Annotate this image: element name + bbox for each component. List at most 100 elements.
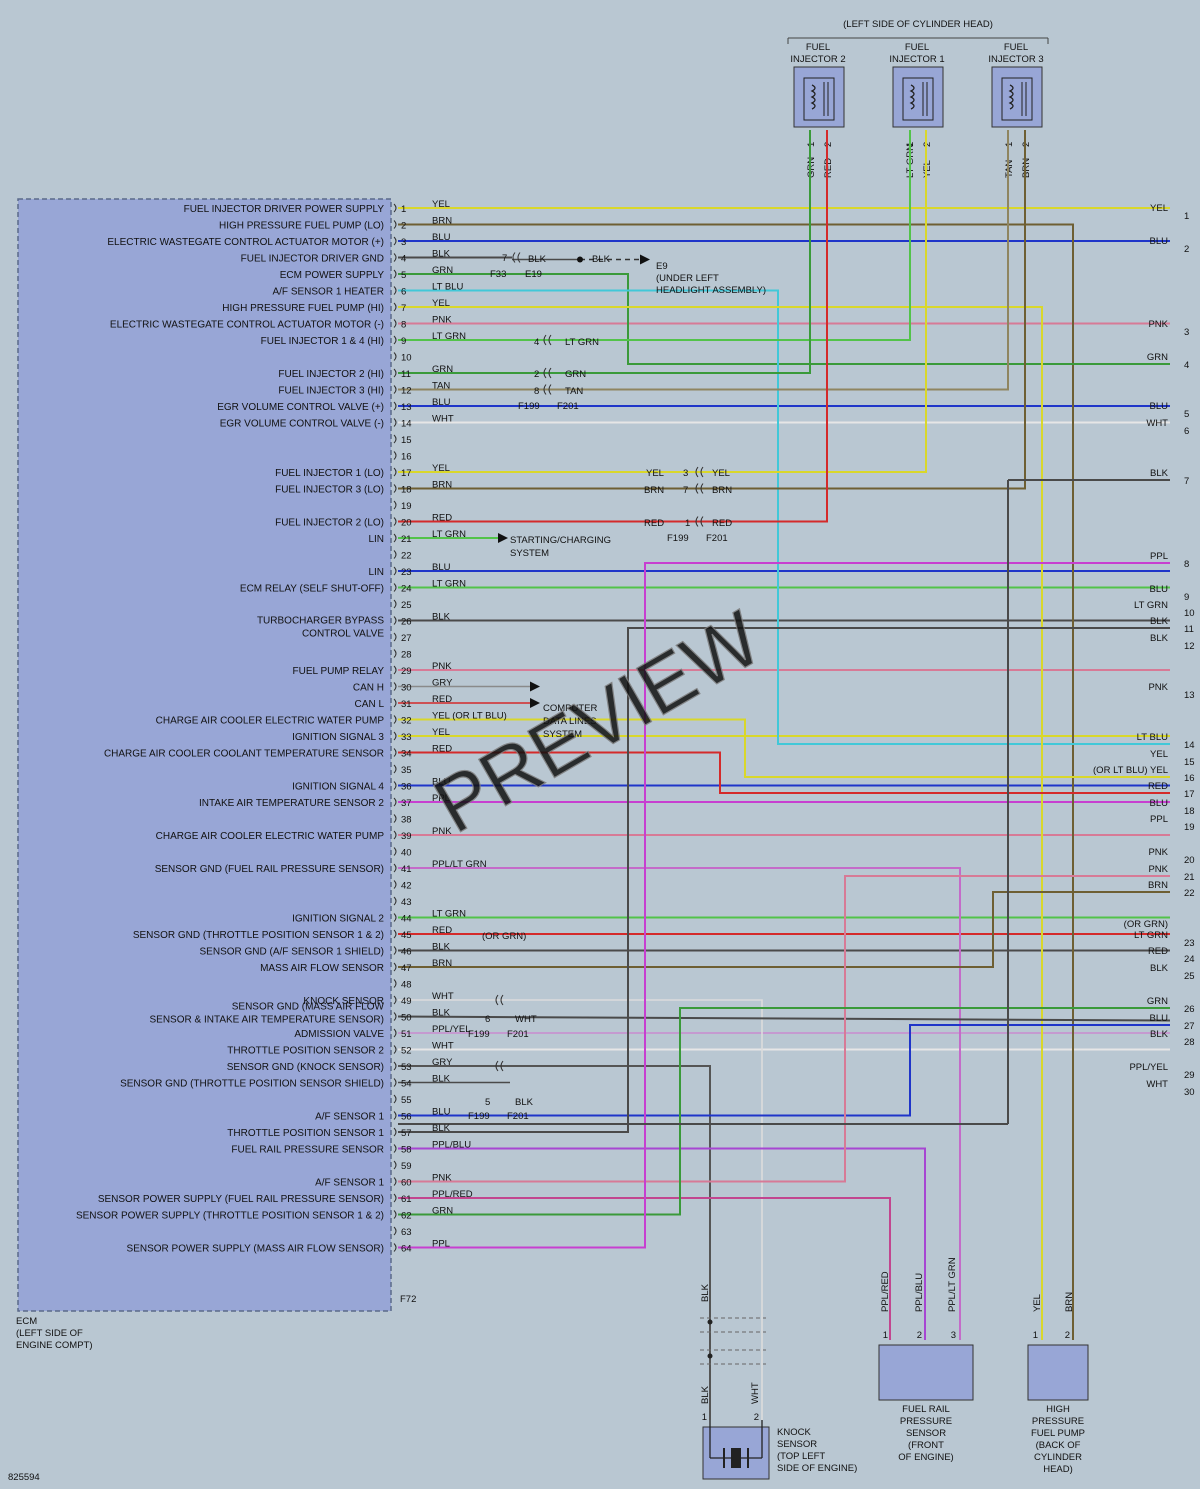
- hpfp-wire-2: BRN: [1064, 1292, 1075, 1312]
- ground-wire-in: BLK: [528, 254, 547, 265]
- ecm-pin-label: IGNITION SIGNAL 2: [292, 914, 384, 925]
- inline-b-conn-a: F199: [667, 533, 689, 544]
- inline-b-pin-1: 3: [683, 468, 688, 479]
- ecm-pin-label: SENSOR POWER SUPPLY (MASS AIR FLOW SENSO…: [127, 1244, 384, 1255]
- knock-pin-1: 1: [702, 1412, 707, 1423]
- ecm-pin-number: 25: [401, 600, 412, 611]
- hpfp-box: [1027, 1344, 1089, 1401]
- ecm-pin-label: CAN H: [353, 683, 384, 694]
- dest-data-1: COMPUTER: [543, 703, 598, 714]
- injector-pin: 1: [806, 142, 817, 147]
- ecm-wire-code: LT GRN: [432, 529, 466, 540]
- ecm-pin-label: SENSOR & INTAKE AIR TEMPERATURE SENSOR): [150, 1015, 385, 1026]
- ecm-pin-number: 3: [401, 237, 406, 248]
- ecm-pin-number: 42: [401, 881, 412, 892]
- right-terminal-wire: (OR LT BLU) YEL: [1093, 765, 1168, 776]
- ecm-wire-code: BLK: [432, 1123, 451, 1134]
- ecm-pin-number: 49: [401, 996, 412, 1007]
- ecm-pin-number: 4: [401, 254, 406, 265]
- ecm-pin-label: SENSOR POWER SUPPLY (FUEL RAIL PRESSURE …: [98, 1194, 384, 1205]
- wire: [398, 1024, 1170, 1117]
- inline-d-pin: 5: [485, 1097, 490, 1108]
- frp-label-4: (FRONT: [908, 1440, 944, 1451]
- hpfp-label-6: HEAD): [1043, 1464, 1073, 1475]
- ecm-pin-number: 45: [401, 930, 412, 941]
- ground-id: E9: [656, 261, 668, 272]
- right-terminal-wire: PNK: [1148, 864, 1168, 875]
- frp-label-1: FUEL RAIL: [902, 1404, 950, 1415]
- right-terminal-wire: BLU: [1150, 1013, 1169, 1024]
- right-terminal-wire: BLK: [1150, 1029, 1169, 1040]
- ecm-pin-number: 23: [401, 567, 412, 578]
- ecm-pin-number: 47: [401, 963, 412, 974]
- ecm-pin-number: 24: [401, 584, 412, 595]
- ecm-pin-number: 8: [401, 320, 406, 331]
- inline-a-pin-1: 4: [534, 337, 539, 348]
- right-terminal-wire: BLK: [1150, 468, 1169, 479]
- ecm-wire-code: BLU: [432, 397, 451, 408]
- ecm-wire-code: PNK: [432, 1173, 452, 1184]
- ecm-wire-code: PPL: [432, 793, 450, 804]
- ecm-pin-number: 64: [401, 1244, 412, 1255]
- ecm-note-3: ENGINE COMPT): [16, 1340, 93, 1351]
- ecm-pin-label: THROTTLE POSITION SENSOR 1: [227, 1128, 384, 1139]
- ecm-pin-number: 28: [401, 650, 412, 661]
- ecm-pin-number: 40: [401, 848, 412, 859]
- knock-wire-top: BLK: [700, 1283, 711, 1302]
- wire: [398, 1147, 926, 1340]
- ecm-pin-number: 44: [401, 914, 412, 925]
- right-terminal-number: 26: [1184, 1004, 1195, 1015]
- injector-label: FUEL: [1004, 42, 1028, 53]
- ecm-pin-label: THROTTLE POSITION SENSOR 2: [227, 1046, 384, 1057]
- right-terminal-wire: WHT: [1146, 1079, 1168, 1090]
- ecm-wire-code: PNK: [432, 661, 452, 672]
- right-terminal-wire: YEL: [1150, 749, 1168, 760]
- ecm-pin-label: ECM RELAY (SELF SHUT-OFF): [240, 584, 384, 595]
- knock-wire-2: WHT: [750, 1382, 761, 1404]
- ecm-connector-id: F72: [400, 1294, 416, 1305]
- ecm-pin-number: 33: [401, 732, 412, 743]
- hpfp-label-4: (BACK OF: [1036, 1440, 1081, 1451]
- wire: [397, 1015, 1171, 1022]
- hpfp-label-1: HIGH: [1046, 1404, 1070, 1415]
- ecm-pin-label: SENSOR POWER SUPPLY (THROTTLE POSITION S…: [76, 1211, 384, 1222]
- right-terminal-wire: PNK: [1148, 319, 1168, 330]
- wire: [398, 130, 1026, 490]
- ecm-wire-code: YEL: [432, 727, 450, 738]
- frp-label-3: SENSOR: [906, 1428, 946, 1439]
- ecm-pin-label: IGNITION SIGNAL 4: [292, 782, 384, 793]
- frp-wire-2: PPL/BLU: [914, 1273, 925, 1312]
- ecm-wire-code: LT GRN: [432, 331, 466, 342]
- wire: [398, 223, 1074, 1340]
- right-terminal-number: 3: [1184, 327, 1189, 338]
- ground-location-1: (UNDER LEFT: [656, 273, 719, 284]
- injector-pin: 2: [922, 142, 933, 147]
- ecm-pin-number: 62: [401, 1211, 412, 1222]
- ecm-wire-code: TAN: [432, 381, 450, 392]
- right-terminal-number: 17: [1184, 789, 1195, 800]
- right-terminal-wire: BRN: [1148, 880, 1168, 891]
- right-terminal-wire: PPL/YEL: [1129, 1062, 1168, 1073]
- ecm-pin-label: A/F SENSOR 1: [315, 1112, 384, 1123]
- injector-pin: 2: [1021, 142, 1032, 147]
- wire: [398, 130, 828, 523]
- knock-pin-2: 2: [754, 1412, 759, 1423]
- wire: [398, 130, 911, 341]
- ecm-pin-label: SENSOR GND (KNOCK SENSOR): [227, 1062, 384, 1073]
- wire: [398, 273, 1170, 365]
- dest-data-2: DATA LINES: [543, 716, 597, 727]
- diagram-id: 825594: [8, 1472, 40, 1483]
- right-terminal-number: 25: [1184, 971, 1195, 982]
- ecm-pin-number: 56: [401, 1112, 412, 1123]
- ecm-pin-label: FUEL RAIL PRESSURE SENSOR: [231, 1145, 384, 1156]
- ecm-wire-code: BLK: [432, 249, 451, 260]
- inline-d-conn-b: F201: [507, 1111, 529, 1122]
- ecm-pin-label: HIGH PRESSURE FUEL PUMP (HI): [222, 303, 384, 314]
- wire: [398, 867, 961, 1340]
- knock-wire-1: BLK: [700, 1385, 711, 1404]
- inline-a-pin-2: 2: [534, 369, 539, 380]
- ecm-pin-number: 54: [401, 1079, 412, 1090]
- wire: [398, 718, 1170, 778]
- dest-data-3: SYSTEM: [543, 729, 582, 740]
